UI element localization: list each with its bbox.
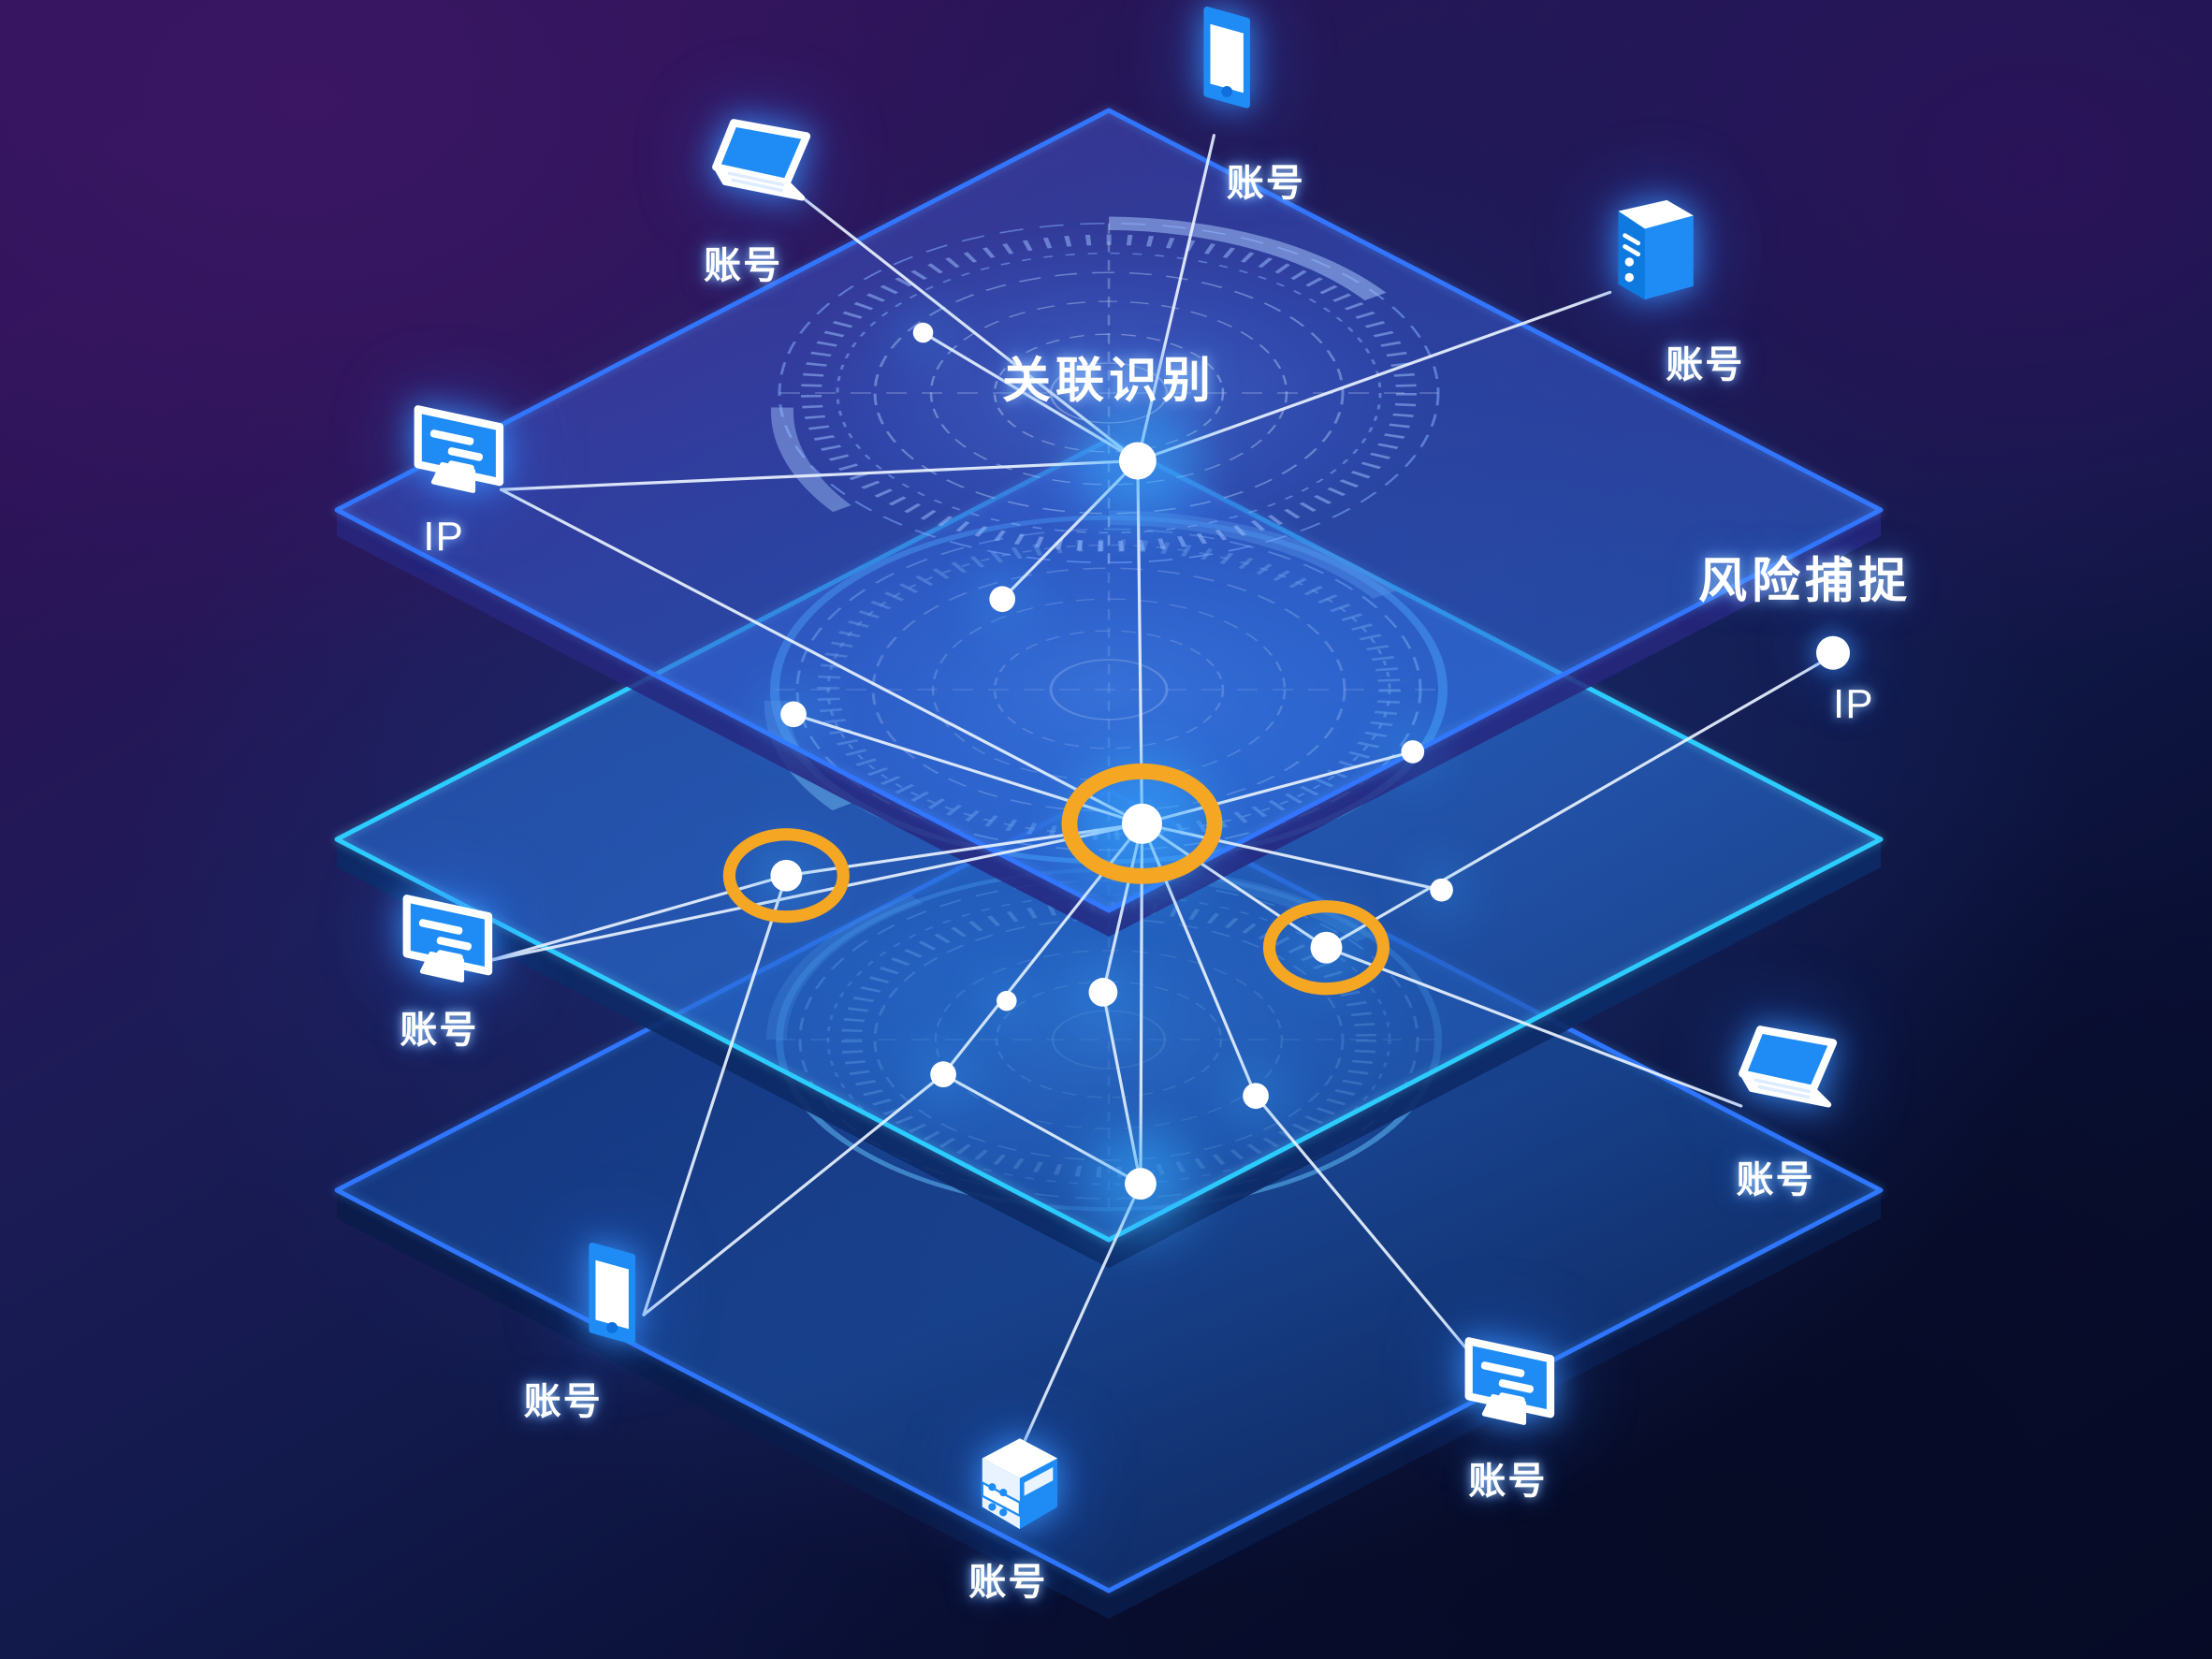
graph-link <box>800 196 1140 463</box>
device-label: 账号 <box>1736 1159 1815 1201</box>
graph-nodes <box>722 310 1467 1238</box>
graph-node[interactable] <box>973 570 1031 628</box>
device-icon-wrapper[interactable] <box>942 1415 1085 1564</box>
graph-link <box>642 874 788 1317</box>
device-icon-wrapper[interactable] <box>1436 1317 1579 1465</box>
device-label: 账号 <box>968 1561 1048 1603</box>
monitor-icon <box>1464 1336 1555 1425</box>
graph-node[interactable] <box>1071 960 1135 1025</box>
device-icon-wrapper[interactable] <box>1779 599 1888 713</box>
node-dot <box>997 990 1017 1011</box>
node-dot <box>989 586 1016 613</box>
graph-node[interactable] <box>764 685 822 743</box>
node-dot <box>1310 931 1343 964</box>
graph-node-highlighted[interactable] <box>1061 755 1223 893</box>
graph-node[interactable] <box>1416 865 1467 916</box>
laptop-icon <box>1739 1026 1838 1108</box>
node-dot <box>1401 740 1425 764</box>
monitor-icon <box>402 895 492 983</box>
device-icon-wrapper[interactable] <box>385 385 528 533</box>
device-label: 账号 <box>1468 1460 1548 1502</box>
device-icon-wrapper[interactable] <box>373 875 517 1024</box>
plate-title-middle: 风险捕捉 <box>1697 554 1913 609</box>
device-label: 账号 <box>1666 344 1745 386</box>
node-dot <box>912 322 934 343</box>
server2-icon <box>981 1438 1057 1530</box>
monitor-icon <box>414 405 504 493</box>
device-label: IP <box>423 514 464 560</box>
graph-node[interactable] <box>1227 1067 1285 1125</box>
graph-link <box>499 458 1140 491</box>
laptop-icon <box>711 118 810 201</box>
device-icon-wrapper[interactable] <box>1718 1006 1861 1155</box>
node-dot <box>1243 1083 1269 1110</box>
graph-node-highlighted[interactable] <box>1262 900 1390 996</box>
graph-link <box>1324 946 1743 1108</box>
node-dot <box>1430 878 1453 902</box>
graph-node[interactable] <box>1387 726 1438 778</box>
node-dot <box>780 701 807 728</box>
graph-node[interactable] <box>900 310 946 356</box>
device-label: 账号 <box>523 1381 603 1423</box>
phone-icon <box>1203 7 1250 109</box>
plate-title-top: 关联识别 <box>1001 354 1216 409</box>
graph-link <box>642 1072 945 1317</box>
risk-highlight-ring <box>722 828 850 924</box>
device-label: 账号 <box>400 1010 479 1052</box>
device-label: 账号 <box>1226 163 1305 205</box>
node-dot <box>1118 442 1157 480</box>
server-icon <box>1618 199 1694 300</box>
node-dot <box>1125 1168 1157 1201</box>
phone-icon <box>588 1242 635 1345</box>
risk-highlight-ring <box>1262 900 1390 996</box>
graph-node[interactable] <box>984 978 1029 1024</box>
node-dot <box>1088 978 1118 1007</box>
graph-link <box>1254 1094 1481 1366</box>
device-label: 账号 <box>704 244 783 286</box>
node-dot <box>1121 803 1163 844</box>
graph-node-highlighted[interactable] <box>722 828 850 924</box>
risk-highlight-ring <box>1061 763 1223 884</box>
graph-node[interactable] <box>1086 1129 1195 1238</box>
device-icon-wrapper[interactable] <box>1154 0 1297 139</box>
device-icon-wrapper[interactable] <box>691 98 835 247</box>
node-dot <box>930 1061 956 1087</box>
graph-link <box>1324 653 1835 950</box>
graph-node[interactable] <box>1073 397 1201 525</box>
device-label: IP <box>1832 680 1874 727</box>
graph-link <box>499 488 1144 825</box>
ip-node <box>1816 636 1851 671</box>
device-icon-wrapper[interactable] <box>1574 184 1717 333</box>
device-icon-wrapper[interactable] <box>539 1226 682 1375</box>
graph-link <box>1136 290 1612 463</box>
node-dot <box>770 859 803 892</box>
graph-node[interactable] <box>914 1045 972 1103</box>
